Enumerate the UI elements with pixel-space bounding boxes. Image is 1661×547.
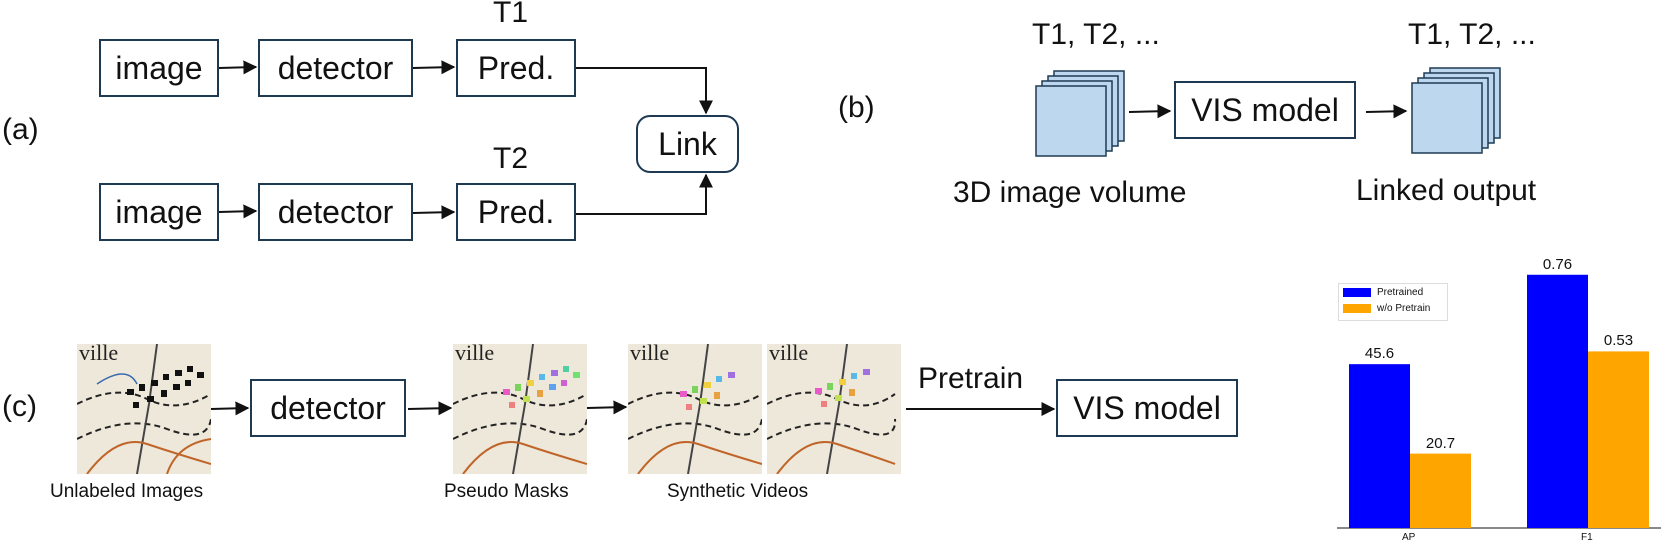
value-label-ap-pretrained: 45.6 [1364,345,1395,363]
image-box-1: image [99,39,219,97]
legend-label-wo-pretrain: w/o Pretrain [1377,302,1431,314]
caption-pseudo-masks: Pseudo Masks [444,481,569,502]
detector-box-2: detector [258,183,413,241]
chart-legend: Pretrained w/o Pretrain [1338,283,1448,321]
svg-text:ville: ville [630,344,669,365]
map-thumbnail-pseudo: ville [453,344,587,474]
svg-text:ville: ville [79,344,118,365]
bar-f1-pretrained [1527,274,1588,528]
svg-text:ville: ville [769,344,808,365]
output-time-label: T1, T2, ... [1408,18,1536,51]
map-thumbnail-unlabeled: ville [77,344,211,474]
bar-f1-wo-pretrain [1588,351,1649,528]
link-box: Link [636,115,739,173]
legend-label-pretrained: Pretrained [1377,286,1424,298]
panel-b-label: (b) [838,91,875,124]
bar-ap-wo-pretrain [1410,453,1471,528]
x-tick-f1: F1 [1581,532,1593,543]
input-volume-stack [1035,70,1125,157]
x-tick-ap: AP [1402,532,1416,543]
value-label-ap-wo-pretrain: 20.7 [1425,434,1456,452]
value-label-f1-wo-pretrain: 0.53 [1603,332,1634,350]
legend-swatch-pretrained [1343,287,1371,297]
panel-c-label: (c) [2,390,37,423]
image-box-2: image [99,183,219,241]
caption-unlabeled-images: Unlabeled Images [50,481,204,502]
input-time-label: T1, T2, ... [1032,18,1160,51]
map-thumbnail-synthetic-1: ville [628,344,762,474]
t2-label: T2 [493,142,529,175]
panel-a-label: (a) [2,113,39,146]
caption-synthetic-videos: Synthetic Videos [667,481,809,502]
output-caption: Linked output [1356,174,1537,207]
legend-swatch-wo-pretrain [1343,303,1371,313]
volume-caption: 3D image volume [953,176,1187,209]
map-thumbnail-synthetic-2: ville [767,344,901,474]
pred-box-1: Pred. [456,39,576,97]
output-volume-stack [1411,67,1501,154]
legend-entry-pretrained: Pretrained [1339,284,1447,300]
vis-model-box-c: VIS model [1056,379,1238,437]
legend-entry-wo-pretrain: w/o Pretrain [1339,300,1447,316]
detector-box-1: detector [258,39,413,97]
bar-ap-pretrained [1349,364,1410,528]
detector-box-c: detector [250,379,406,437]
t1-label: T1 [493,0,529,29]
pretrain-label: Pretrain [918,362,1024,395]
pred-box-2: Pred. [456,183,576,241]
vis-model-box-b: VIS model [1174,81,1356,139]
svg-text:ville: ville [455,344,494,365]
value-label-f1-pretrained: 0.76 [1542,255,1573,273]
